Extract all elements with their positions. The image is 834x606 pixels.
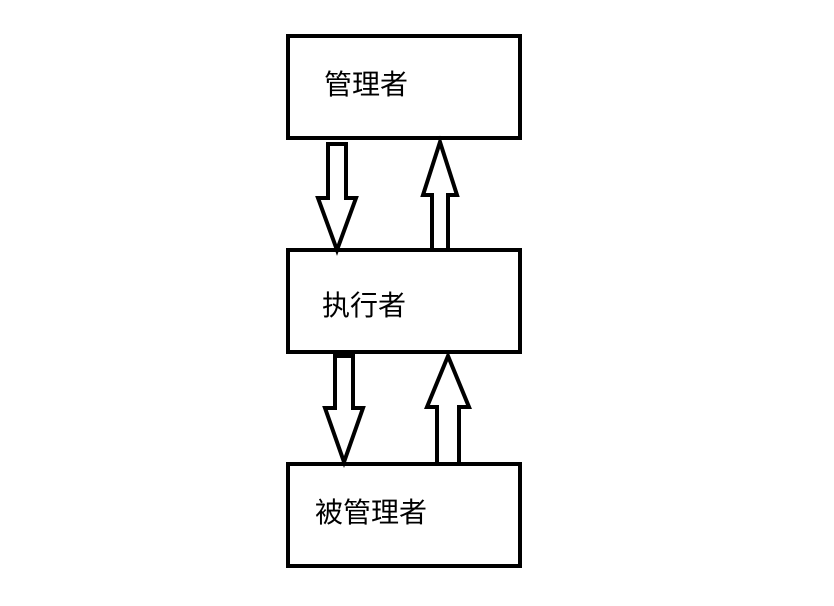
node-manager: 管理者 [286, 34, 522, 140]
arrow-managed-to-executor [424, 350, 472, 466]
arrow-executor-to-managed [322, 354, 366, 469]
node-executor: 执行者 [286, 248, 522, 354]
node-executor-label: 执行者 [322, 289, 407, 322]
node-managed: 被管理者 [286, 462, 522, 568]
node-manager-label: 管理者 [324, 68, 409, 101]
node-managed-label: 被管理者 [315, 496, 428, 529]
arrow-manager-to-executor [315, 142, 359, 256]
arrow-executor-to-manager [420, 135, 460, 252]
